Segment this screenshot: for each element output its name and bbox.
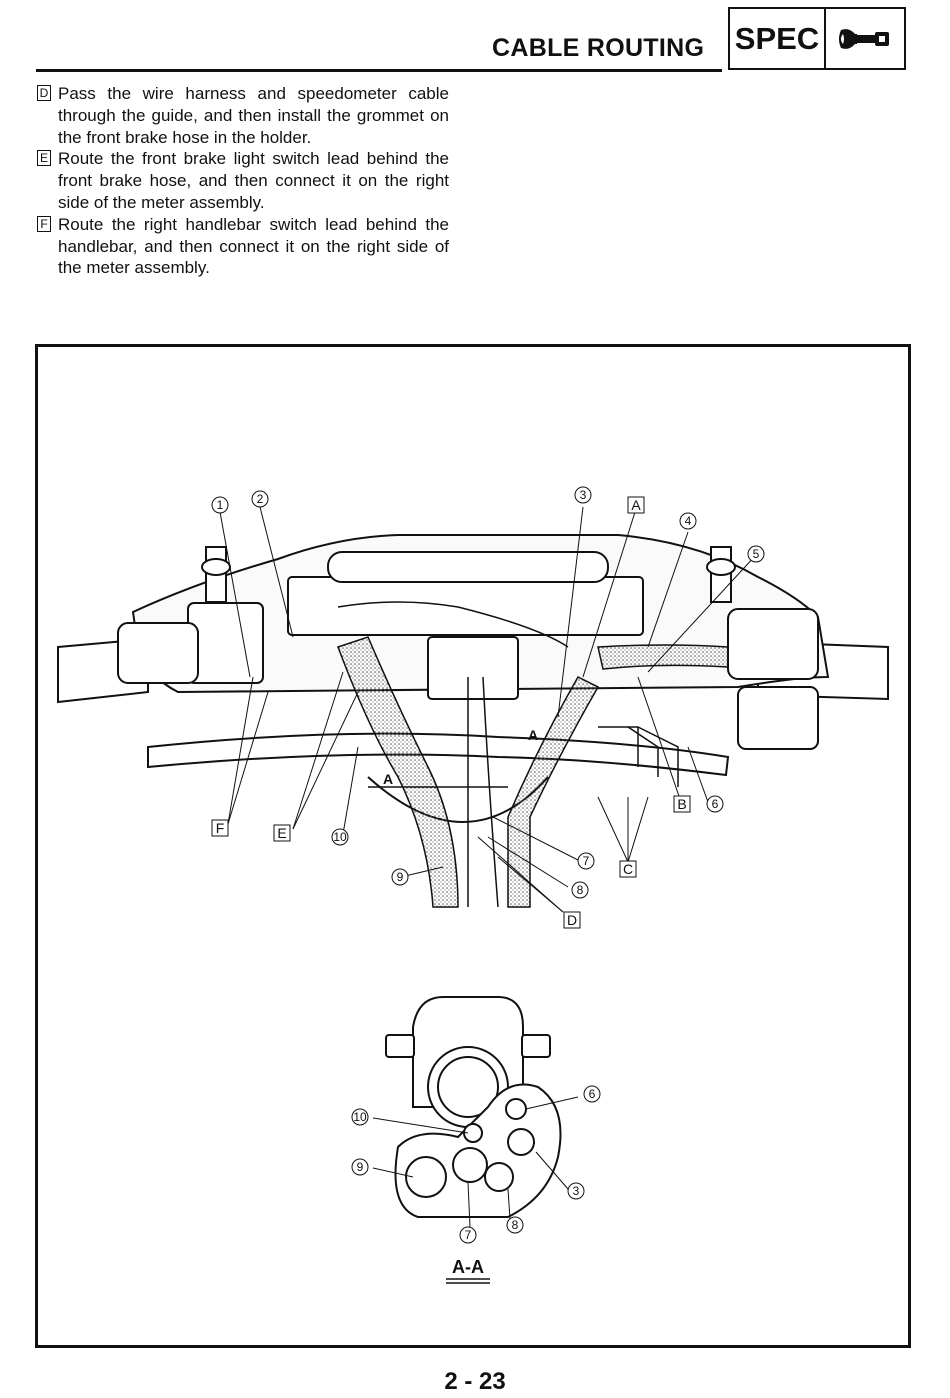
callout-label: 3 xyxy=(580,488,587,502)
letter-label: F xyxy=(216,820,225,836)
page-title: CABLE ROUTING xyxy=(492,34,705,62)
letter-label: C xyxy=(623,861,633,877)
instruction-text: Route the front brake light switch lead … xyxy=(58,149,449,212)
callout-label: 8 xyxy=(512,1218,519,1232)
instruction-mark: E xyxy=(37,150,51,167)
callout-label: 1 xyxy=(217,498,224,512)
letter-boxes xyxy=(211,496,691,929)
callout-label: 9 xyxy=(357,1160,364,1174)
leader-lines xyxy=(219,506,757,913)
callout-labels-section: 6 10 3 9 8 7 xyxy=(353,1087,595,1242)
section-title: A-A xyxy=(452,1257,484,1277)
callout-label: 7 xyxy=(583,854,590,868)
callouts-section xyxy=(351,1085,601,1244)
letter-labels: A B C D E F xyxy=(216,497,687,928)
instruction-item: D Pass the wire harness and speedometer … xyxy=(37,83,449,148)
callout-label: 10 xyxy=(353,1110,367,1124)
page-number: 2 - 23 xyxy=(444,1368,506,1395)
callout-label: 8 xyxy=(577,883,584,897)
instruction-mark: D xyxy=(37,85,51,101)
cable-routing-diagram: A A 1 2 3 4 5 6 7 8 9 10 xyxy=(57,486,889,1284)
instruction-list: D Pass the wire harness and speedometer … xyxy=(37,83,449,279)
letter-label: E xyxy=(277,825,286,841)
callout-label: 2 xyxy=(257,492,264,506)
cable-routing-figure: A A 1 2 3 4 5 6 7 8 9 10 xyxy=(35,344,911,1348)
section-mark: A xyxy=(383,771,393,787)
handlebar-drawing xyxy=(57,534,889,823)
instruction-mark: F xyxy=(37,215,51,232)
section-drawing xyxy=(385,996,562,1218)
instruction-text: Route the right handlebar switch lead be… xyxy=(58,214,449,278)
header-rule xyxy=(36,69,722,72)
section-marks: A A xyxy=(368,727,538,788)
callout-label: 6 xyxy=(712,797,719,811)
instruction-text: Pass the wire harness and speedometer ca… xyxy=(58,84,449,147)
callout-label: 4 xyxy=(685,514,692,528)
section-label: SPEC xyxy=(730,9,826,68)
callout-label: 7 xyxy=(465,1228,472,1242)
callout-label: 5 xyxy=(753,547,760,561)
callout-labels-top: 1 2 3 4 5 6 7 8 9 10 xyxy=(217,488,760,897)
section-leaders xyxy=(372,1096,579,1228)
section-mark: A xyxy=(528,727,538,743)
instruction-item: E Route the front brake light switch lea… xyxy=(37,148,449,213)
wrench-icon xyxy=(826,9,904,68)
letter-label: A xyxy=(631,497,641,513)
letter-label: B xyxy=(677,796,686,812)
letter-label: D xyxy=(567,912,577,928)
cable-lines xyxy=(337,601,679,908)
section-tab: SPEC xyxy=(728,7,906,70)
callout-label: 10 xyxy=(333,830,347,844)
callout-label: 3 xyxy=(573,1184,580,1198)
instruction-item: F Route the right handlebar switch lead … xyxy=(37,214,449,279)
callouts-top xyxy=(211,486,765,899)
callout-label: 9 xyxy=(397,870,404,884)
wire-harness xyxy=(337,636,729,908)
callout-label: 6 xyxy=(589,1087,596,1101)
